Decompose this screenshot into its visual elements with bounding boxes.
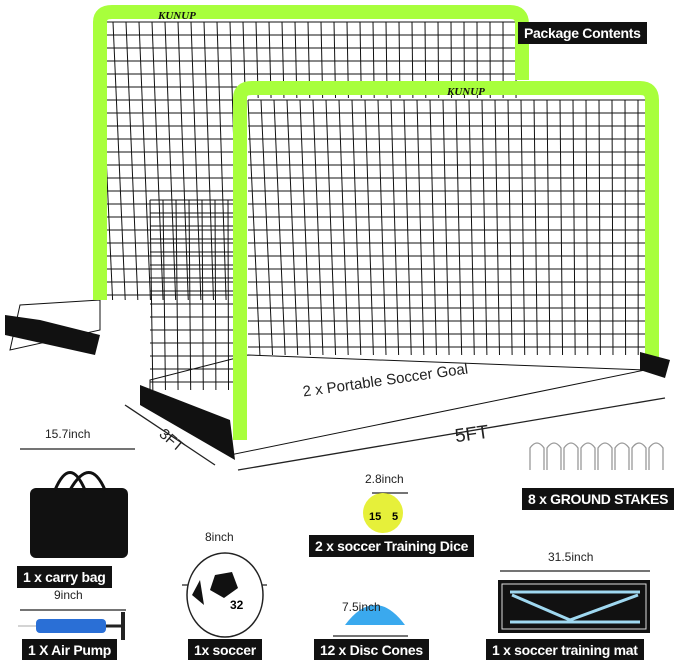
package-contents-header: Package Contents [518,22,647,44]
training-dice [363,493,403,533]
front-goal-net [533,99,538,356]
front-goal-side-net [227,199,230,391]
bag-label: 1 x carry bag [17,566,112,588]
back-goal-net [138,21,151,301]
back-goal-net [203,21,214,301]
ground-stake [563,442,579,470]
back-goal-net [216,21,227,301]
front-goal-net [273,99,286,356]
dice-number-2: 5 [392,511,399,523]
front-goal-side-net [201,199,204,391]
air-pump [36,619,106,633]
front-goal-net [390,99,400,356]
front-goal-bg [246,98,646,448]
front-goal-frame [233,81,659,440]
width-arrow [237,397,666,471]
front-goal-side-net [188,199,192,391]
pump-handle [121,612,125,640]
front-goal-net [585,99,589,356]
carry-bag [30,488,128,558]
ball-size: 8inch [205,530,234,544]
front-goal-net [416,99,425,356]
front-goal-net [286,99,299,356]
back-goal-side-net [9,299,101,351]
ground-stake [546,442,562,470]
front-goal-side-net [214,199,217,391]
ground-stake [597,442,613,470]
stakes-label: 8 x GROUND STAKES [522,488,675,510]
front-goal-net [468,99,475,356]
front-goal-net [312,99,324,356]
disc-cone [345,605,405,625]
front-goal-net [455,99,463,356]
back-goal-net [112,21,126,301]
ground-stake [648,442,664,470]
front-goal-net [364,99,374,356]
front-goal-net [299,99,311,356]
dice-size: 2.8inch [365,472,404,486]
cones-label: 12 x Disc Cones [314,639,429,660]
goal-width: 5FT [453,421,491,448]
front-goal-net [624,99,627,356]
front-goal-net [403,99,412,356]
front-goal-side-net [175,199,179,391]
back-goal-net [151,21,164,301]
brand-logo-back: KUNUP [158,10,196,22]
front-goal-net [520,99,526,356]
mat-label: 1 x soccer training mat [486,639,644,660]
cone-hole [370,596,380,600]
ball-number: 32 [230,598,244,612]
training-mat [498,580,650,633]
front-goal-side-net [162,199,166,391]
front-goal-net [377,99,387,356]
front-goal-net [429,99,437,356]
front-goal-net [598,99,601,356]
ground-stake [614,442,630,470]
depth-arrow [124,404,216,466]
front-goal-net [481,99,488,356]
front-goal-net [260,99,274,356]
pump-size: 9inch [54,588,83,602]
pump-label: 1 X Air Pump [22,639,118,660]
back-goal-frame [93,4,529,300]
front-goal-net [507,99,513,356]
front-goal-net [494,99,500,356]
bag-size: 15.7inch [45,427,91,441]
ball-label: 1x soccer [188,639,262,660]
ball-patch [192,580,204,605]
front-goal-net [611,99,614,356]
back-goal-net [125,21,139,301]
front-goal-net [442,99,450,356]
ground-stake [529,442,545,470]
mat-border [501,583,647,630]
back-goal-base [5,315,100,355]
back-goal-net [177,21,189,301]
front-goal-net [247,99,261,356]
front-goal-net [325,99,337,356]
front-goal-net [559,99,564,356]
dice-number-1: 15 [369,511,382,523]
front-goal-net [351,99,362,356]
mat-size: 31.5inch [548,550,594,564]
brand-logo-front: KUNUP [447,86,485,98]
back-goal-net [190,21,202,301]
dice-label: 2 x soccer Training Dice [309,535,475,557]
ground-stake [631,442,647,470]
front-goal-base-right [640,352,670,378]
cones-size: 7.5inch [342,600,381,614]
front-goal-base [140,385,235,460]
back-goal-net [164,21,177,301]
bag-handles [53,471,107,491]
ball-patch [210,572,238,598]
ground-stake [580,442,596,470]
front-goal-net [338,99,349,356]
front-goal-net [572,99,576,356]
mat-line [511,593,639,622]
front-goal-side-net [149,199,154,391]
front-goal-net [546,99,551,356]
